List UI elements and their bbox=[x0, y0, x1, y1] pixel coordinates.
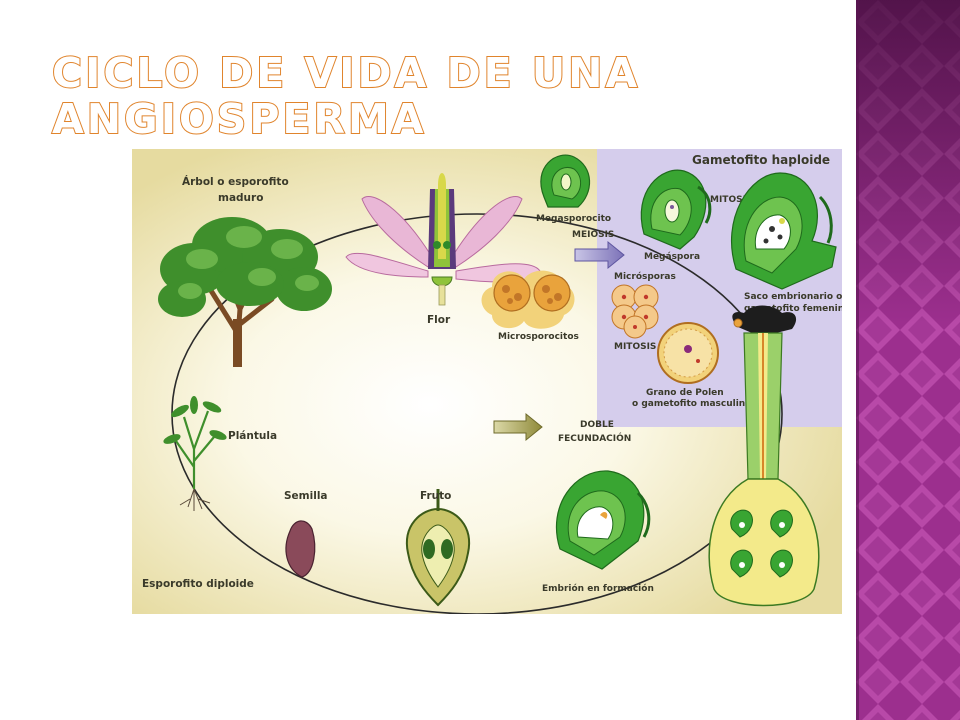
slide-title: CICLO DE VIDA DE UNA ANGIOSPERMA bbox=[51, 49, 812, 143]
label-arbol-line2: maduro bbox=[218, 192, 263, 204]
microspores-tetrad bbox=[611, 284, 659, 339]
label-microsporocitos: Microsporocitos bbox=[498, 332, 579, 342]
label-arbol-line1: Árbol o esporofito bbox=[182, 175, 289, 188]
label-meiosis: MEIOSIS bbox=[572, 230, 614, 240]
title-line-2: ANGIOSPERMA bbox=[51, 95, 427, 143]
label-semilla: Semilla bbox=[284, 490, 328, 502]
label-megasporocito: Megasporocito bbox=[536, 214, 611, 224]
label-embrion: Embrión en formación bbox=[542, 583, 654, 594]
title-line-1: CICLO DE VIDA DE UNA bbox=[51, 49, 641, 97]
label-fecundacion: FECUNDACIÓN bbox=[558, 432, 631, 444]
pollen-grain bbox=[657, 322, 719, 384]
mature-tree-illustration bbox=[158, 217, 332, 367]
label-gametofito-haploide: Gametofito haploide bbox=[692, 153, 830, 167]
label-mitosis-top: MITOSIS bbox=[710, 195, 752, 205]
seed-illustration bbox=[285, 520, 316, 578]
embryo-forming-ovule bbox=[555, 470, 651, 570]
seedling-illustration bbox=[163, 396, 227, 511]
label-fruto: Fruto bbox=[420, 490, 451, 502]
label-saco-line1: Saco embrionario o bbox=[744, 292, 842, 302]
meiosis-arrow bbox=[574, 240, 625, 270]
label-plantula: Plántula bbox=[228, 430, 277, 442]
megasporocyte-ovule bbox=[540, 154, 591, 208]
label-megaspora: Megáspora bbox=[644, 252, 700, 262]
microsporocytes-illustration bbox=[481, 270, 575, 329]
decorative-side-bar bbox=[856, 0, 960, 720]
label-mitosis-mid: MITOSIS bbox=[614, 342, 656, 352]
double-fertilization-arrow bbox=[493, 412, 543, 442]
label-doble: DOBLE bbox=[580, 420, 614, 430]
label-microsporas: Micrósporas bbox=[614, 271, 676, 282]
fruit-illustration bbox=[405, 489, 471, 607]
label-saco-line2: gametofito femenino bbox=[744, 304, 842, 314]
label-polen-line2: o gametofito masculino bbox=[632, 399, 751, 409]
megaspore-ovule bbox=[640, 169, 712, 250]
pistil-illustration bbox=[708, 305, 820, 607]
embryo-sac-ovule bbox=[731, 172, 837, 290]
label-esporofito-diploide: Esporofito diploide bbox=[142, 578, 254, 590]
angiosperm-life-cycle-diagram: Árbol o esporofito maduro Flor Microspor… bbox=[132, 149, 842, 614]
label-polen-line1: Grano de Polen bbox=[646, 388, 724, 398]
label-flor: Flor bbox=[427, 314, 451, 326]
